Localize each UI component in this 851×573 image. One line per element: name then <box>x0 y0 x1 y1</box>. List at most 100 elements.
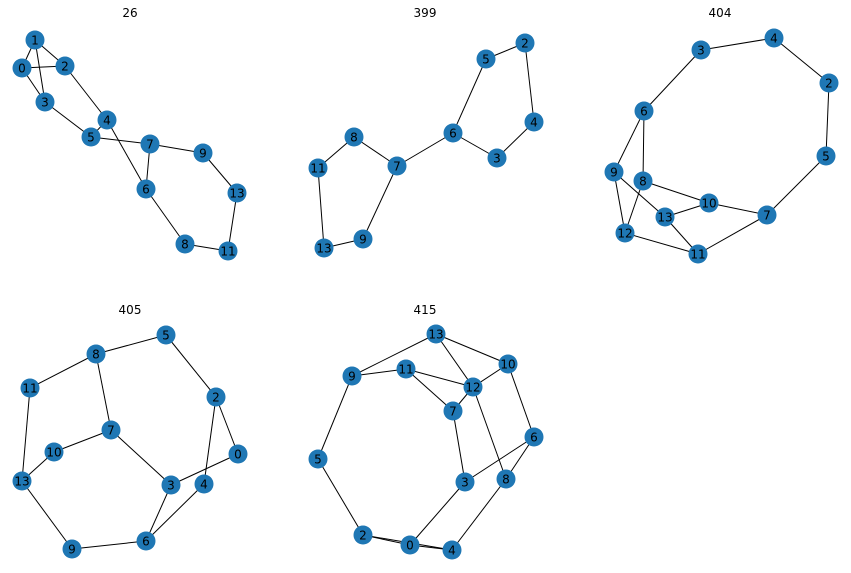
node-label: 9 <box>348 370 356 384</box>
edge-6-7 <box>396 132 454 167</box>
node-9 <box>604 162 624 182</box>
edge-8-10 <box>642 180 710 204</box>
edge-0-3 <box>170 453 239 486</box>
edge-11-7 <box>405 368 454 412</box>
node-2 <box>819 73 839 93</box>
node-11 <box>20 378 40 398</box>
node-0 <box>400 535 420 555</box>
edge-8-4 <box>451 478 507 551</box>
edge-13-9 <box>21 480 73 550</box>
edge-3-5 <box>44 101 92 138</box>
node-9 <box>62 539 82 559</box>
node-label: 4 <box>448 544 456 558</box>
node-label: 1 <box>31 34 39 48</box>
node-2 <box>55 56 75 76</box>
edge-10-6 <box>507 363 535 438</box>
node-label: 7 <box>107 424 115 438</box>
edge-5-2 <box>317 458 364 536</box>
node-label: 6 <box>530 431 538 445</box>
node-8 <box>175 234 195 254</box>
node-label: 9 <box>359 233 367 247</box>
node-7 <box>140 134 160 154</box>
edge-4-6 <box>145 483 205 542</box>
node-label: 11 <box>398 363 413 377</box>
node-label: 11 <box>220 245 235 259</box>
node-0 <box>228 444 248 464</box>
node-4 <box>524 112 544 132</box>
node-label: 2 <box>521 37 529 51</box>
node-8 <box>86 344 106 364</box>
node-label: 4 <box>200 478 208 492</box>
edge-2-4 <box>203 396 217 485</box>
node-label: 0 <box>406 539 414 553</box>
node-label: 3 <box>41 96 49 110</box>
node-label: 13 <box>14 475 29 489</box>
node-label: 2 <box>212 391 220 405</box>
node-5 <box>308 449 328 469</box>
edge-11-7 <box>697 214 768 255</box>
node-label: 5 <box>87 131 95 145</box>
node-3 <box>691 40 711 60</box>
node-13 <box>655 207 675 227</box>
edge-8-11 <box>29 353 97 389</box>
edge-9-13 <box>613 171 666 218</box>
edge-4-6 <box>106 119 147 190</box>
node-11 <box>396 359 416 379</box>
node-5 <box>816 146 836 166</box>
node-5 <box>476 49 496 69</box>
node-9 <box>193 143 213 163</box>
node-7 <box>101 420 121 440</box>
node-11 <box>308 158 328 178</box>
node-7 <box>443 401 463 421</box>
node-label: 2 <box>359 529 367 543</box>
edge-13-11 <box>227 192 238 252</box>
panel-title: 405 <box>119 303 142 317</box>
node-3 <box>161 475 181 495</box>
node-8 <box>496 469 516 489</box>
edge-2-4 <box>64 65 108 121</box>
node-13 <box>12 471 32 491</box>
node-label: 10 <box>701 197 716 211</box>
node-label: 2 <box>825 77 833 91</box>
edge-2-5 <box>825 82 830 157</box>
node-3 <box>35 92 55 112</box>
node-label: 5 <box>822 150 830 164</box>
node-label: 3 <box>167 479 175 493</box>
edge-9-5 <box>317 375 353 460</box>
panel-title: 26 <box>122 6 137 20</box>
node-label: 7 <box>449 405 457 419</box>
node-label: 5 <box>162 329 170 343</box>
node-label: 8 <box>502 473 510 487</box>
edge-1-3 <box>34 39 46 103</box>
edge-9-12 <box>613 171 626 234</box>
edge-6-8 <box>145 188 186 245</box>
node-label: 3 <box>493 152 501 166</box>
node-label: 6 <box>142 535 150 549</box>
node-4 <box>764 28 784 48</box>
panel-title: 399 <box>414 6 437 20</box>
node-label: 8 <box>350 131 358 145</box>
node-1 <box>25 30 45 50</box>
node-10 <box>498 354 518 374</box>
edge-4-2 <box>773 37 830 84</box>
node-7 <box>757 205 777 225</box>
node-13 <box>314 238 334 258</box>
edge-13-12 <box>435 333 474 388</box>
node-label: 11 <box>22 382 37 396</box>
node-6 <box>136 531 156 551</box>
edge-5-6 <box>452 58 487 134</box>
node-6 <box>524 427 544 447</box>
edge-2-0 <box>215 396 239 455</box>
edge-7-9 <box>362 165 398 240</box>
edge-12-11 <box>624 232 699 255</box>
edge-7-3 <box>110 429 172 486</box>
edge-3-0 <box>409 481 466 546</box>
node-4 <box>97 110 117 130</box>
node-5 <box>156 325 176 345</box>
node-label: 10 <box>500 358 515 372</box>
